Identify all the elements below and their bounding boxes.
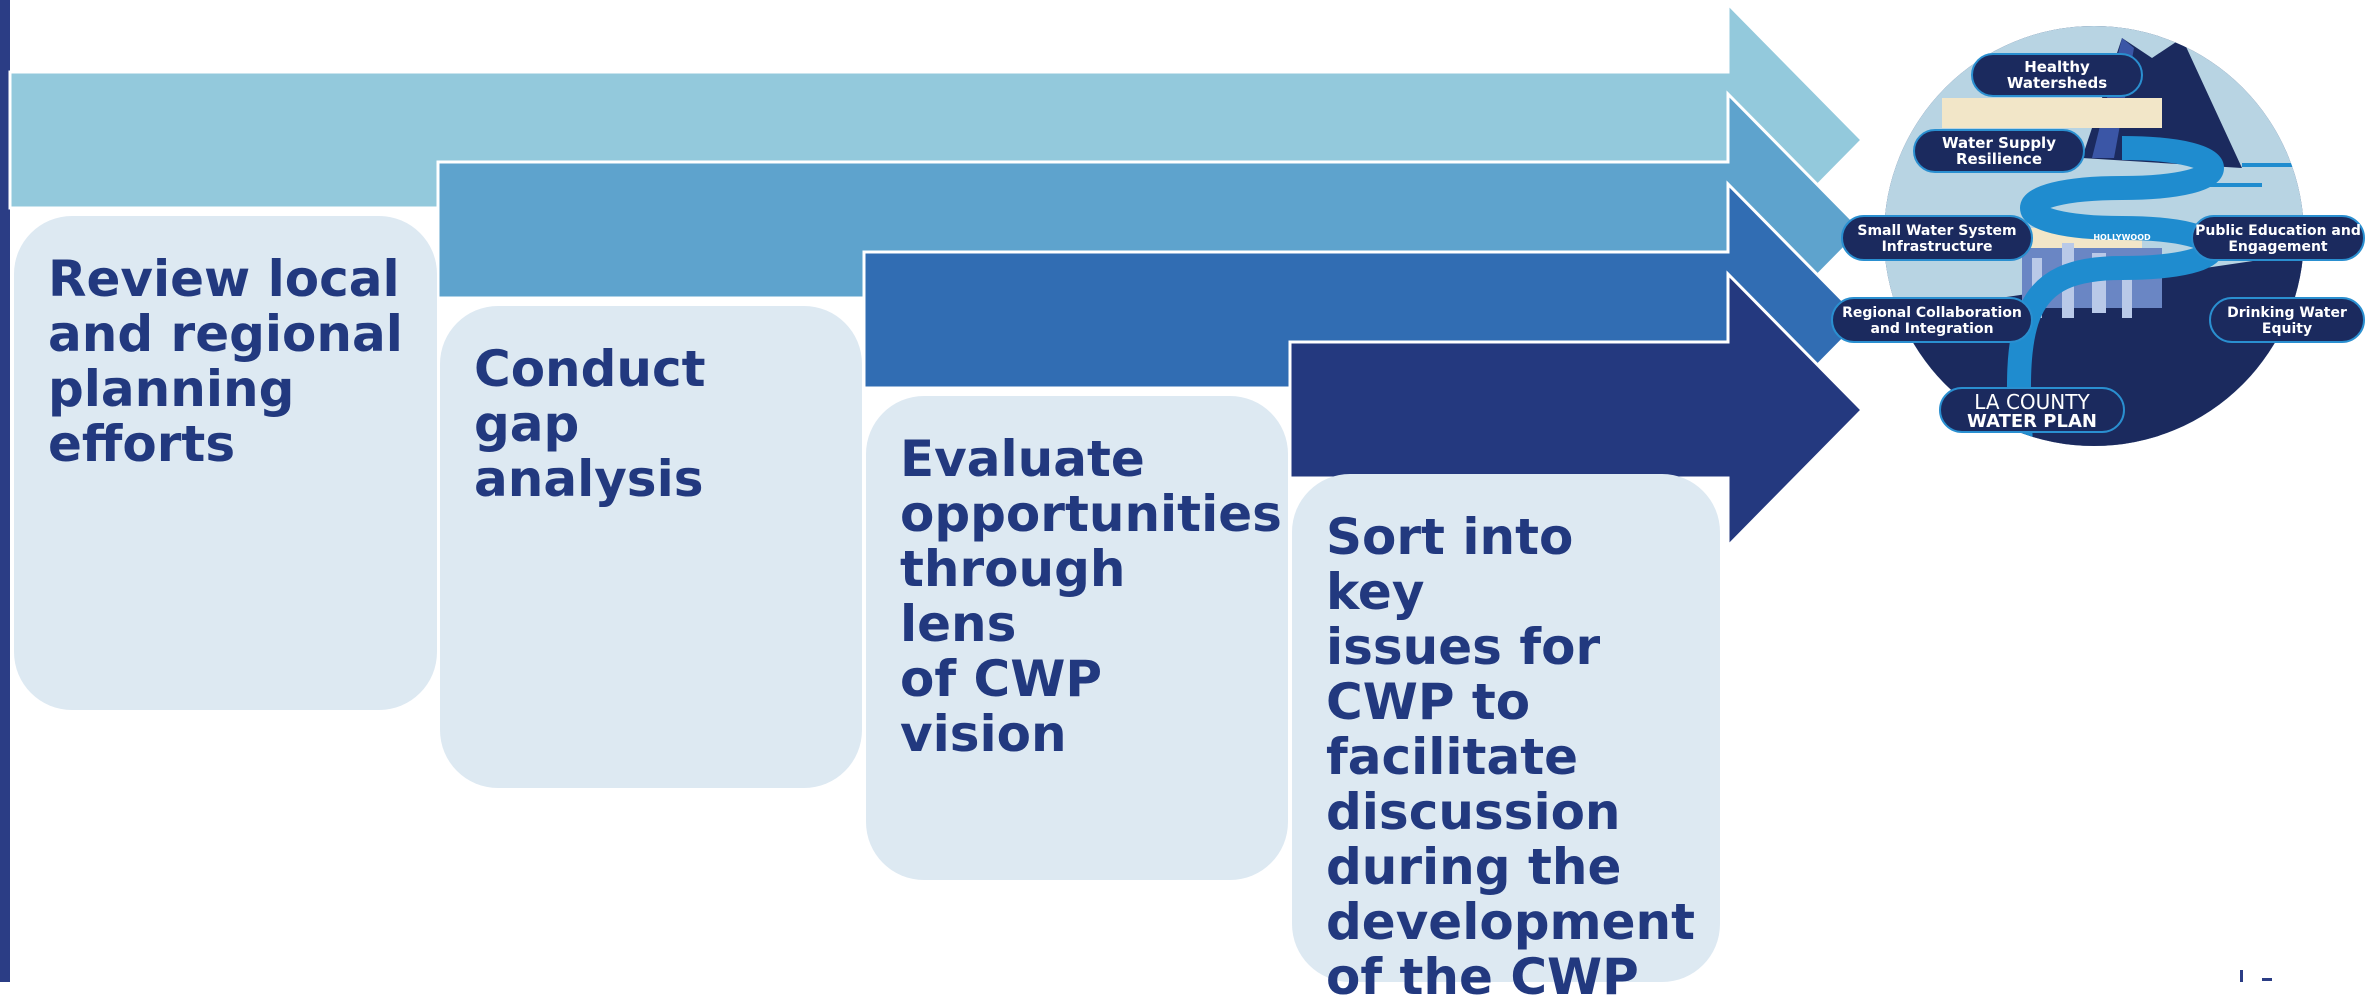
left-edge-bar — [0, 0, 10, 982]
corner-mark — [2240, 970, 2243, 982]
step-2-box: Conduct gap analysis — [440, 306, 862, 788]
logo-name-bottom: WATER PLAN — [1967, 411, 2097, 432]
label-hollywood: HOLLYWOOD — [2093, 233, 2151, 242]
label-drinking-water-2: Equity — [2262, 321, 2312, 337]
step-1-box: Review local and regional planning effor… — [14, 216, 437, 710]
corner-dash — [2262, 978, 2272, 981]
label-regional-1: Regional Collaboration — [1842, 305, 2022, 321]
label-regional-2: and Integration — [1870, 321, 1993, 337]
label-water-supply-1: Water Supply — [1942, 134, 2056, 152]
label-healthy-watersheds-2: Watersheds — [2007, 74, 2107, 92]
label-healthy-watersheds-1: Healthy — [2024, 58, 2090, 76]
label-drinking-water-1: Drinking Water — [2227, 305, 2347, 321]
label-small-water-1: Small Water System — [1857, 223, 2016, 239]
label-small-water-2: Infrastructure — [1882, 239, 1993, 255]
label-public-education-2: Engagement — [2228, 239, 2328, 255]
step-3-box: Evaluate opportunities through lens of C… — [866, 396, 1288, 880]
label-public-education-1: Public Education and — [2195, 223, 2361, 239]
step-4-box: Sort into key issues for CWP to facilita… — [1292, 474, 1720, 1005]
logo-name-top: LA COUNTY — [1974, 390, 2090, 414]
la-county-water-plan-logo-icon: Healthy Watersheds Water Supply Resilien… — [1831, 26, 2365, 446]
label-water-supply-2: Resilience — [1956, 150, 2042, 168]
process-arrows — [8, 0, 1865, 550]
